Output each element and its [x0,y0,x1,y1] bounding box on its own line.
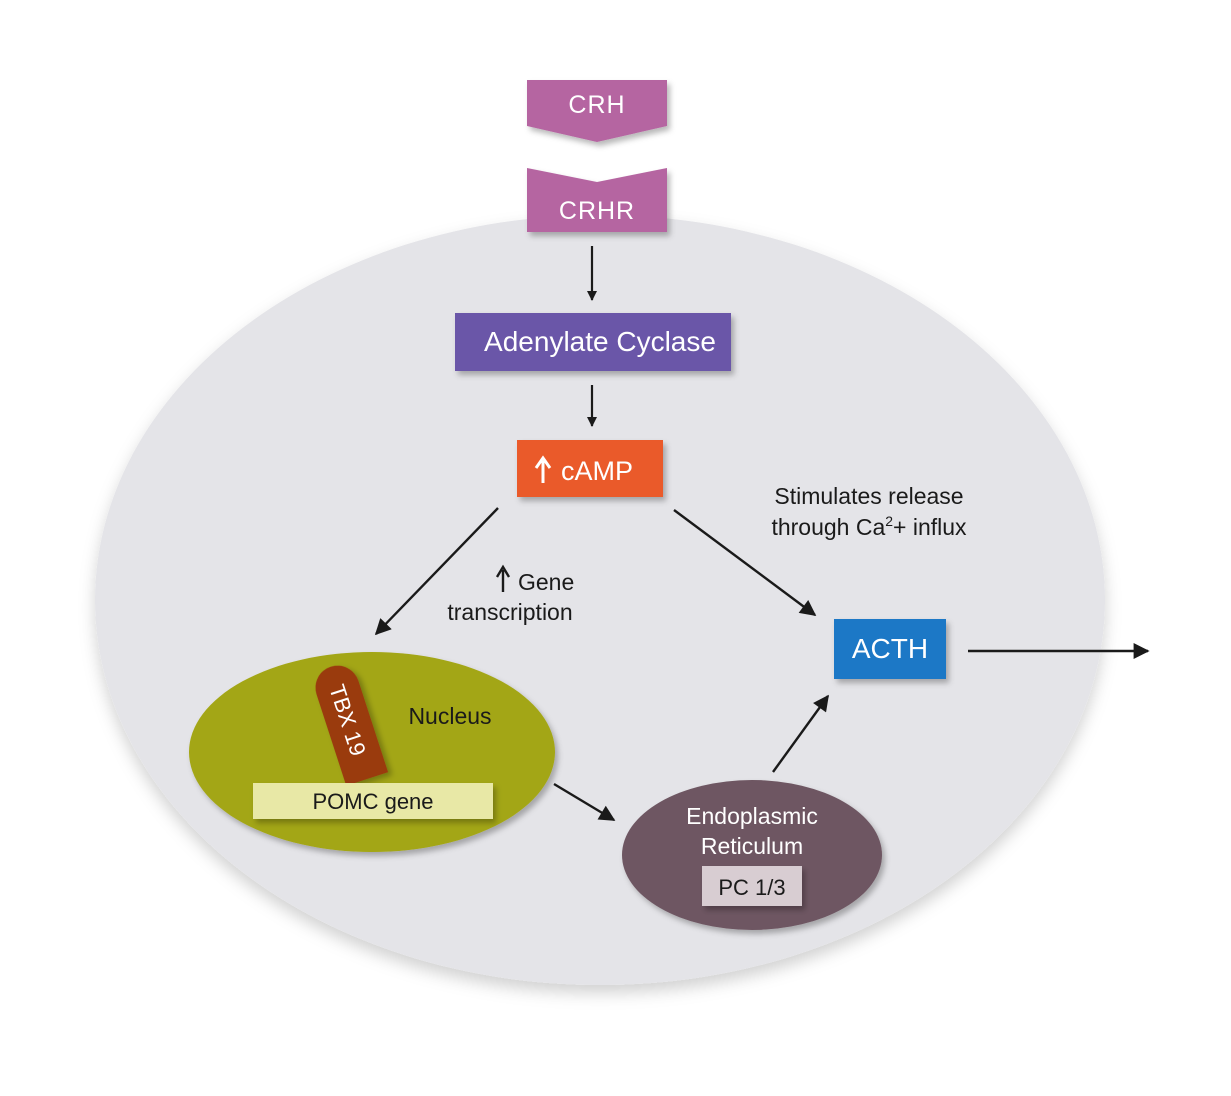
crh-ligand-shape [527,80,667,142]
crhr-receptor-shape [527,168,667,232]
stimulates-release-line2-b: + influx [893,514,967,540]
stimulates-release-line1: Stimulates release [774,483,963,509]
er-label-line1: Endoplasmic [686,803,818,829]
arrow-nucleus-to-er [553,782,616,822]
gene-transcription-up-arrow-icon [495,564,511,592]
crh-label: CRH [568,91,625,119]
arrow-camp-to-acth [673,509,817,616]
adenylate-cyclase-label: Adenylate Cyclase [484,326,716,357]
camp-label: cAMP [561,456,633,486]
adenylate-cyclase-box [455,313,731,371]
gene-transcription-line1: Gene [518,569,574,595]
acth-box [834,619,946,679]
arrow-camp-to-nucleus [374,507,499,636]
acth-label: ACTH [852,633,928,664]
nucleus-label: Nucleus [408,703,491,729]
stimulates-release-line2-a: through Ca [771,514,885,540]
calcium-superscript: 2 [885,513,893,529]
pc13-label: PC 1/3 [718,875,785,900]
pomc-gene-box [253,783,493,819]
pc13-box [702,866,802,906]
camp-box [517,440,663,497]
crhr-label: CRHR [559,197,635,225]
camp-up-arrow-icon [534,455,552,483]
stimulates-release-line2: through Ca2+ influx [771,513,967,540]
er-label-line2: Reticulum [701,833,803,859]
pomc-gene-label: POMC gene [312,789,433,814]
endoplasmic-reticulum-shape [622,780,882,930]
arrow-er-to-acth [772,694,829,773]
gene-transcription-line2: transcription [447,599,572,625]
